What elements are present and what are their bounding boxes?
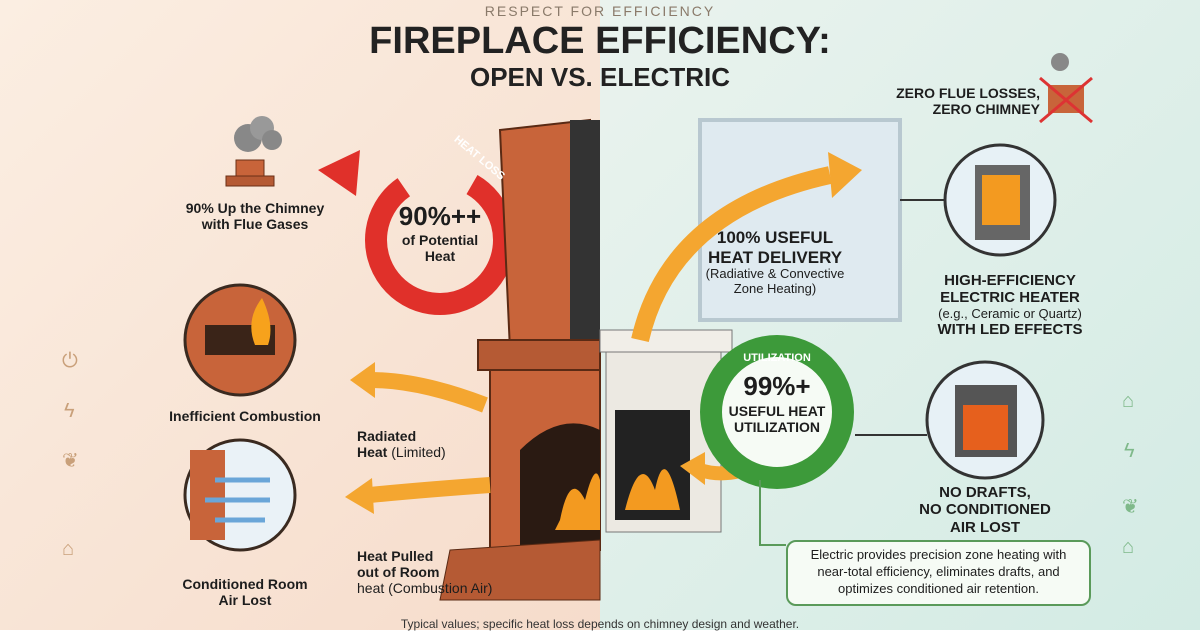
zero-flue-label: ZERO FLUE LOSSES,ZERO CHIMNEY: [896, 85, 1040, 118]
led-insert-circle: [925, 360, 1045, 480]
pulled-heat-arrow: [369, 477, 491, 503]
radiated-heat-arrow: [369, 372, 488, 413]
draft-wall-circle: [183, 438, 297, 552]
heat-loss-ring: [318, 150, 515, 315]
leaf-icon: ❦: [62, 450, 79, 472]
sprout-icon: ❦: [1122, 496, 1139, 518]
loss-arrow-head: [318, 150, 360, 196]
utilization-ring-label: UTILIZATION: [743, 352, 811, 364]
lightning-icon: ϟ: [64, 400, 75, 422]
combustion-label: Inefficient Combustion: [169, 408, 321, 424]
summary-callout: Electric provides precision zone heating…: [786, 540, 1091, 606]
home-icon: ⌂: [1122, 390, 1135, 412]
crossed-chimney-icon: [1039, 53, 1093, 124]
utilization-value: 99%+: [743, 371, 811, 401]
page-title: FIREPLACE EFFICIENCY:: [369, 20, 831, 62]
smoking-chimney-icon: [225, 116, 282, 187]
electric-fireplace: [599, 329, 733, 533]
home-icon: ⌂: [62, 538, 75, 560]
page-subtitle: OPEN VS. ELECTRIC: [469, 62, 731, 92]
utilization-ring: [700, 335, 854, 489]
kicker: RESPECT FOR EFFICIENCY: [484, 3, 716, 19]
home-icon: ⌂: [1122, 536, 1135, 558]
electric-heater-circle: [943, 143, 1057, 257]
brick-chimney: [439, 118, 601, 601]
lightning-icon: ϟ: [1124, 440, 1135, 462]
footnote: Typical values; specific heat loss depen…: [400, 617, 800, 631]
heat-delivery-arrow: [631, 166, 832, 343]
combustion-grate-circle: [183, 283, 297, 397]
plug-icon: ⏻: [62, 350, 78, 372]
heat-loss-value: 90%++: [398, 201, 482, 231]
